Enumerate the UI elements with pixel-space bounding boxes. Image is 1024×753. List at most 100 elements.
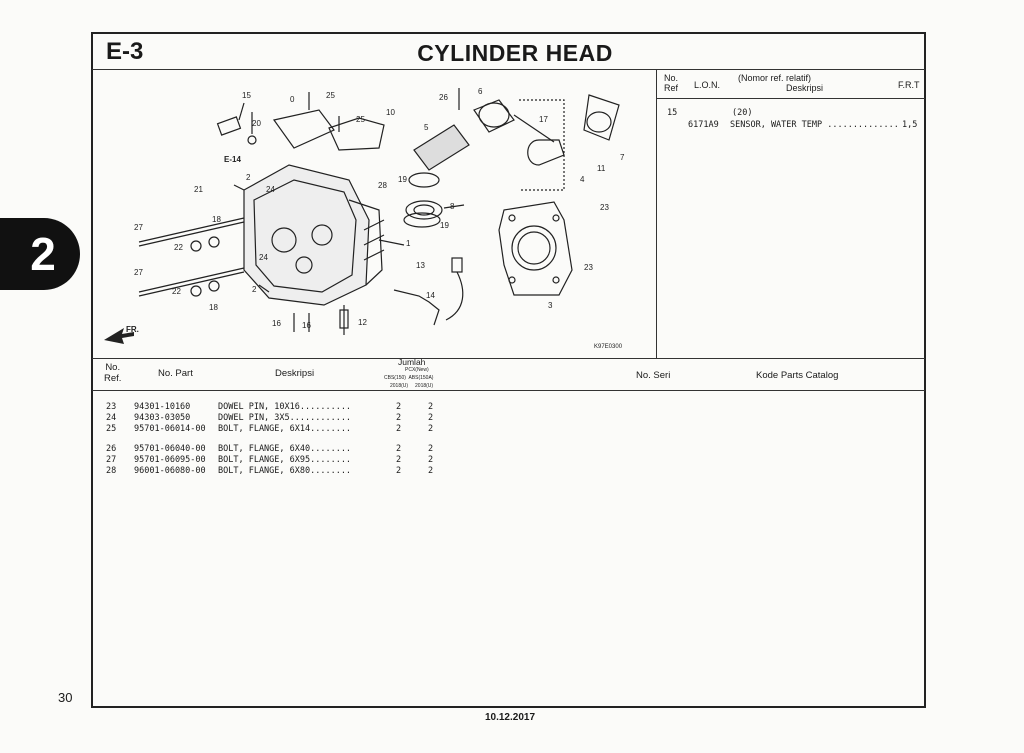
row-qty-cbs: 2: [396, 455, 402, 465]
ref-col-no: No. Ref: [664, 73, 679, 93]
callout-21: 21: [194, 185, 203, 194]
parts-col-no-ref: No. Ref.: [104, 362, 122, 384]
ref-row-desc: SENSOR, WATER TEMP ..............: [730, 120, 899, 130]
callout-27: 27: [134, 223, 143, 232]
callout-16: 16: [272, 319, 281, 328]
row-ref: 23: [106, 402, 117, 412]
row-desc: BOLT, FLANGE, 6X95........: [218, 455, 352, 465]
table-row: 26 95701-06040-00 BOLT, FLANGE, 6X40....…: [106, 444, 526, 455]
callout-7: 7: [620, 153, 625, 162]
row-desc: BOLT, FLANGE, 6X14........: [218, 424, 352, 434]
row-desc: BOLT, FLANGE, 6X40........: [218, 444, 352, 454]
callout-19: 19: [398, 175, 407, 184]
table-row: 25 95701-06014-00 BOLT, FLANGE, 6X14....…: [106, 424, 526, 435]
parts-header-top-line: [92, 358, 925, 359]
ref-col-frt: F.R.T: [898, 80, 920, 90]
callout-3: 3: [548, 301, 553, 310]
page-title: CYLINDER HEAD: [417, 40, 613, 66]
callout-19b: 19: [440, 221, 449, 230]
section-tab: 2: [0, 218, 80, 290]
callout-6: 6: [478, 87, 483, 96]
callout-23b: 23: [584, 263, 593, 272]
callout-28: 28: [378, 181, 387, 190]
ref-row-lon: 6171A9: [688, 120, 719, 130]
catalog-page-frame: [91, 32, 926, 708]
parts-col-qty-sub1: PCX(New): [405, 367, 429, 373]
row-qty-cbs: 2: [396, 402, 402, 412]
callout-14: 14: [426, 291, 435, 300]
header-divider: [92, 69, 925, 70]
figure-code: K97E0300: [594, 344, 623, 350]
ref-col-desc-top: (Nomor ref. relatif): [738, 73, 812, 83]
callout-18b: 18: [209, 303, 218, 312]
callout-25b: 25: [356, 115, 365, 124]
ref-row-no: 15: [667, 108, 678, 118]
row-ref: 26: [106, 444, 117, 454]
parts-header-bottom-line: [92, 390, 925, 391]
ref-row-relative: (20): [732, 108, 753, 118]
parts-col-qty: Jumlah: [398, 357, 426, 367]
row-qty-abs: 2: [428, 455, 434, 465]
callout-24b: 24: [259, 253, 268, 262]
row-part: 94303-03050: [134, 413, 191, 423]
parts-list: 23 94301-10160 DOWEL PIN, 10X16.........…: [106, 402, 526, 482]
table-row: 24 94303-03050 DOWEL PIN, 3X5...........…: [106, 413, 526, 424]
callout-labels: 15 0 25 10 25 20 26 6 5 17 E-14 2 28 21 …: [126, 87, 625, 350]
callout-18: 18: [212, 215, 221, 224]
row-part: 96001-06080-00: [134, 466, 206, 476]
callout-17: 17: [539, 115, 548, 124]
parts-col-qty-sub2: CBS(150) ABS(150A): [384, 375, 434, 381]
row-qty-cbs: 2: [396, 424, 402, 434]
page-number: 30: [58, 690, 73, 705]
callout-8: 8: [450, 202, 455, 211]
row-ref: 28: [106, 466, 117, 476]
row-qty-abs: 2: [428, 402, 434, 412]
callout-2b: 2: [252, 285, 257, 294]
row-desc: DOWEL PIN, 3X5............: [218, 413, 352, 423]
row-ref: 27: [106, 455, 117, 465]
callout-4: 4: [580, 175, 585, 184]
callout-12: 12: [358, 318, 367, 327]
callout-2: 2: [246, 173, 251, 182]
ref-header-line: [657, 98, 925, 99]
callout-1: 1: [406, 239, 411, 248]
table-row: 27 95701-06095-00 BOLT, FLANGE, 6X95....…: [106, 455, 526, 466]
table-row: 23 94301-10160 DOWEL PIN, 10X16.........…: [106, 402, 526, 413]
exploded-parts-illustration: 15 0 25 10 25 20 26 6 5 17 E-14 2 28 21 …: [104, 87, 625, 350]
row-qty-abs: 2: [428, 444, 434, 454]
callout-fr: FR.: [126, 325, 139, 334]
parts-col-catalog: Kode Parts Catalog: [756, 370, 839, 381]
row-qty-cbs: 2: [396, 466, 402, 476]
callout-16b: 16: [302, 321, 311, 330]
callout-e14: E-14: [224, 155, 241, 164]
row-part: 95701-06014-00: [134, 424, 206, 434]
row-ref: 25: [106, 424, 117, 434]
footer-date: 10.12.2017: [484, 712, 536, 723]
parts-col-no-part: No. Part: [158, 368, 193, 379]
callout-13: 13: [416, 261, 425, 270]
row-part: 95701-06040-00: [134, 444, 206, 454]
parts-col-desc: Deskripsi: [275, 368, 315, 379]
ref-col-lon: L.O.N.: [694, 80, 721, 90]
row-desc: BOLT, FLANGE, 6X80........: [218, 466, 352, 476]
row-desc: DOWEL PIN, 10X16..........: [218, 402, 352, 412]
row-qty-abs: 2: [428, 466, 434, 476]
callout-24: 24: [266, 185, 275, 194]
table-row: 28 96001-06080-00 BOLT, FLANGE, 6X80....…: [106, 466, 526, 477]
row-ref: 24: [106, 413, 117, 423]
callout-23: 23: [600, 203, 609, 212]
callout-26: 26: [439, 93, 448, 102]
parts-col-no-seri: No. Seri: [636, 370, 671, 381]
section-code: E-3: [106, 38, 144, 65]
row-qty-cbs: 2: [396, 413, 402, 423]
callout-20: 20: [252, 119, 261, 128]
callout-22b: 22: [172, 287, 181, 296]
callout-22: 22: [174, 243, 183, 252]
row-part: 95701-06095-00: [134, 455, 206, 465]
callout-0: 0: [290, 95, 295, 104]
row-part: 94301-10160: [134, 402, 191, 412]
illustration-divider: [656, 69, 657, 358]
row-qty-cbs: 2: [396, 444, 402, 454]
parts-col-qty-sub3: 2018(U) 2018(U): [390, 383, 434, 389]
row-qty-abs: 2: [428, 413, 434, 423]
